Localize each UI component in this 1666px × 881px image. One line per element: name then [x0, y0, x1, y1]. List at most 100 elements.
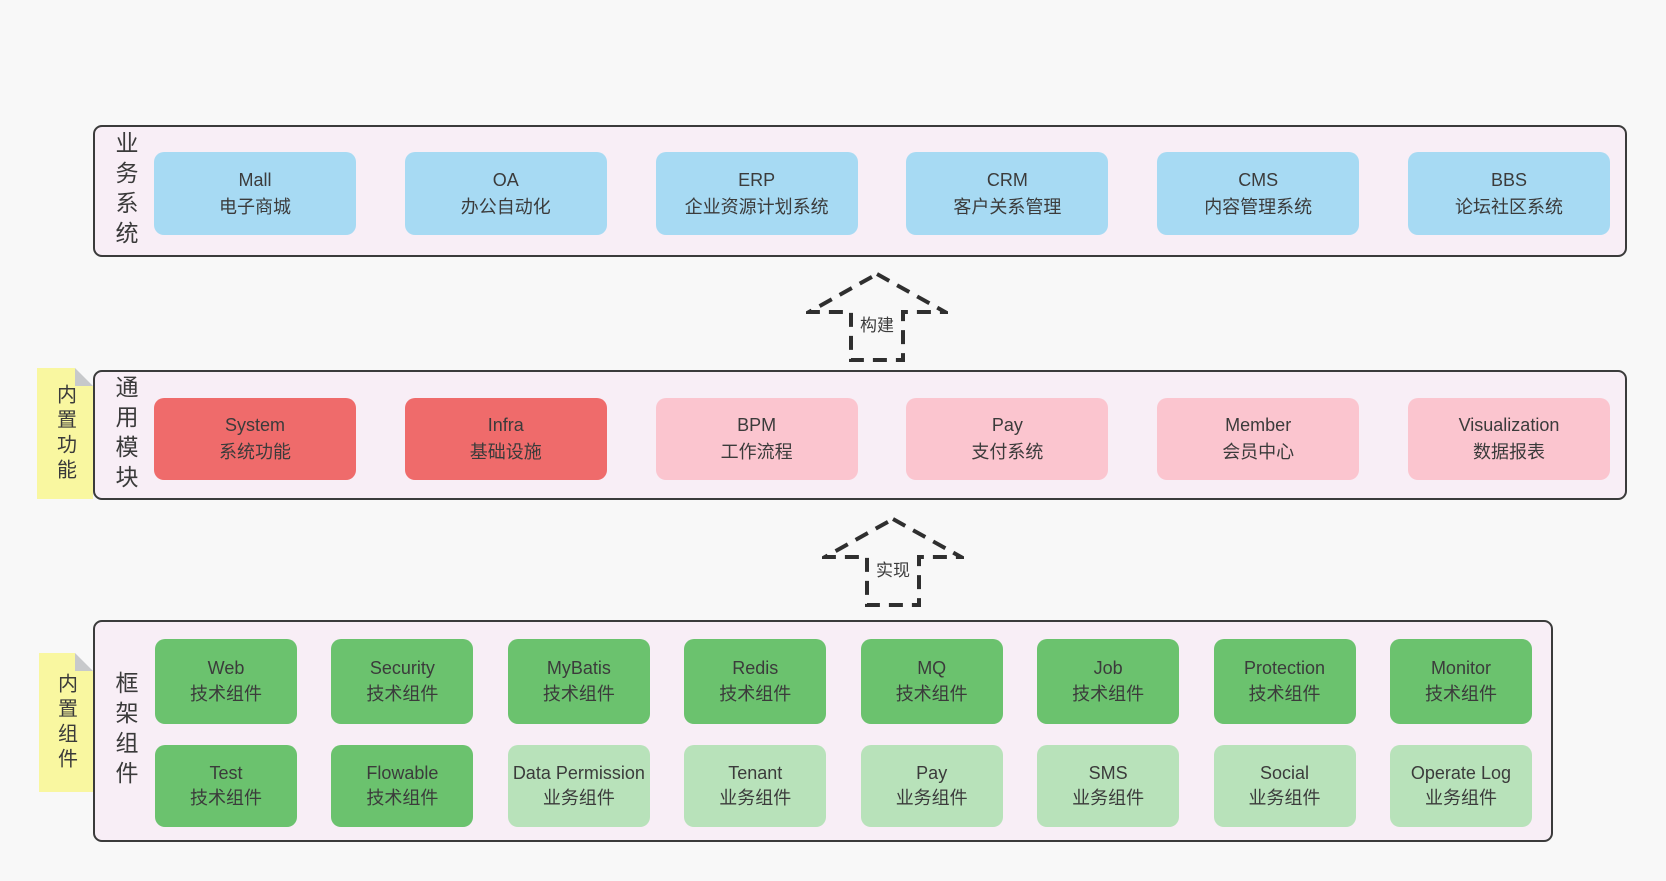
- band-components-label: 框架组件: [112, 671, 138, 791]
- box-pay-business: Pay 业务组件: [860, 745, 1003, 827]
- box-title: MQ: [917, 658, 947, 679]
- up-arrow-icon: [822, 516, 964, 607]
- box-title: MyBatis: [546, 658, 611, 679]
- folded-corner-icon: [75, 653, 93, 671]
- box-subtitle: 技术组件: [719, 683, 792, 704]
- box-protection: Protection 技术组件: [1213, 639, 1356, 724]
- box-title: BBS: [1490, 169, 1527, 190]
- box-title: Member: [1225, 415, 1292, 435]
- box-social: Social 业务组件: [1213, 745, 1356, 827]
- box-test: Test 技术组件: [155, 745, 297, 827]
- box-subtitle: 数据报表: [1472, 442, 1545, 462]
- box-tenant: Tenant 业务组件: [684, 745, 827, 827]
- box-title: CRM: [986, 169, 1028, 190]
- box-subtitle: 技术组件: [895, 683, 968, 704]
- box-title: Job: [1093, 658, 1123, 679]
- box-subtitle: 技术组件: [1072, 683, 1145, 704]
- box-security: Security 技术组件: [331, 639, 474, 724]
- band-modules-label: 通用模块: [112, 375, 138, 495]
- box-data-permission: Data Permission 业务组件: [507, 745, 650, 827]
- box-redis: Redis 技术组件: [684, 639, 827, 724]
- box-subtitle: 业务组件: [895, 788, 968, 808]
- box-subtitle: 技术组件: [366, 683, 439, 704]
- box-cms: CMS 内容管理系统: [1157, 152, 1360, 235]
- band-business-label: 业务系统: [112, 131, 138, 251]
- box-subtitle: 电子商城: [219, 196, 291, 217]
- box-subtitle: 业务组件: [1072, 788, 1145, 808]
- box-title: Test: [209, 762, 243, 783]
- box-title: Flowable: [366, 762, 439, 783]
- components-row-1: Web 技术组件 Security 技术组件 MyBatis 技术组件 Redi…: [155, 639, 1532, 724]
- box-sms: SMS 业务组件: [1037, 745, 1180, 827]
- box-subtitle: 技术组件: [190, 788, 262, 808]
- modules-row: System 系统功能 Infra 基础设施 BPM 工作流程 Pay 支付系统…: [154, 398, 1610, 480]
- box-title: BPM: [737, 415, 777, 435]
- box-subtitle: 业务组件: [719, 788, 792, 808]
- box-title: Tenant: [728, 762, 783, 783]
- box-mq: MQ 技术组件: [860, 639, 1003, 724]
- box-system: System 系统功能: [154, 398, 356, 480]
- box-title: System: [224, 415, 285, 435]
- box-title: Protection: [1244, 658, 1326, 679]
- box-bbs: BBS 论坛社区系统: [1407, 152, 1610, 235]
- box-subtitle: 支付系统: [971, 442, 1044, 462]
- box-subtitle: 基础设施: [469, 442, 542, 462]
- box-title: Redis: [732, 658, 779, 679]
- sticky-note-built-in-functions: 内置功能: [37, 368, 93, 499]
- box-title: Pay: [916, 762, 948, 783]
- box-subtitle: 业务组件: [1424, 788, 1497, 808]
- box-subtitle: 企业资源计划系统: [684, 196, 829, 217]
- box-oa: OA 办公自动化: [404, 152, 607, 235]
- sticky-label: 内置组件: [54, 672, 77, 773]
- box-subtitle: 技术组件: [366, 788, 439, 808]
- arrow-build-label: 构建: [857, 315, 897, 337]
- box-subtitle: 系统功能: [219, 442, 291, 462]
- box-title: Operate Log: [1410, 762, 1511, 783]
- box-title: Infra: [487, 415, 524, 435]
- box-infra: Infra 基础设施: [404, 398, 607, 480]
- box-subtitle: 会员中心: [1222, 442, 1295, 462]
- band-common-modules: 通用模块 System 系统功能 Infra 基础设施 BPM 工作流程 Pay…: [93, 370, 1627, 500]
- band-framework-components: 框架组件 Web 技术组件 Security 技术组件 MyBatis 技术组件…: [93, 620, 1553, 842]
- box-subtitle: 客户关系管理: [953, 196, 1062, 217]
- box-title: OA: [492, 169, 519, 190]
- box-subtitle: 工作流程: [720, 442, 793, 462]
- box-member: Member 会员中心: [1157, 398, 1360, 480]
- box-subtitle: 内容管理系统: [1204, 196, 1313, 217]
- components-row-2: Test 技术组件 Flowable 技术组件 Data Permission …: [155, 745, 1532, 827]
- up-arrow-icon: [806, 271, 948, 362]
- box-title: Visualization: [1458, 415, 1560, 435]
- box-erp: ERP 企业资源计划系统: [655, 152, 858, 235]
- box-title: Web: [207, 658, 245, 679]
- box-mybatis: MyBatis 技术组件: [507, 639, 650, 724]
- box-web: Web 技术组件: [155, 639, 297, 724]
- box-mall: Mall 电子商城: [154, 152, 356, 235]
- box-bpm: BPM 工作流程: [655, 398, 858, 480]
- box-subtitle: 论坛社区系统: [1454, 196, 1563, 217]
- box-title: Monitor: [1430, 658, 1491, 679]
- box-subtitle: 技术组件: [1248, 683, 1321, 704]
- box-subtitle: 业务组件: [542, 788, 615, 808]
- box-subtitle: 技术组件: [190, 683, 262, 704]
- box-subtitle: 办公自动化: [460, 196, 551, 217]
- box-title: Mall: [238, 169, 272, 190]
- business-row: Mall 电子商城 OA 办公自动化 ERP 企业资源计划系统 CRM 客户关系…: [154, 152, 1610, 235]
- box-crm: CRM 客户关系管理: [906, 152, 1109, 235]
- box-title: Pay: [991, 415, 1023, 435]
- box-title: Data Permission: [512, 762, 645, 783]
- dashed-up-arrow-build: 构建: [806, 271, 948, 363]
- box-job: Job 技术组件: [1037, 639, 1180, 724]
- box-subtitle: 业务组件: [1248, 788, 1321, 808]
- sticky-note-built-in-components: 内置组件: [39, 653, 93, 792]
- box-title: Social: [1260, 762, 1310, 783]
- box-visualization: Visualization 数据报表: [1407, 398, 1610, 480]
- box-pay: Pay 支付系统: [906, 398, 1109, 480]
- box-subtitle: 技术组件: [542, 683, 615, 704]
- box-title: CMS: [1238, 169, 1279, 190]
- box-operate-log: Operate Log 业务组件: [1389, 745, 1532, 827]
- box-monitor: Monitor 技术组件: [1389, 639, 1532, 724]
- arrow-implement-label: 实现: [873, 560, 913, 582]
- sticky-label: 内置功能: [53, 383, 76, 484]
- box-title: SMS: [1088, 762, 1128, 783]
